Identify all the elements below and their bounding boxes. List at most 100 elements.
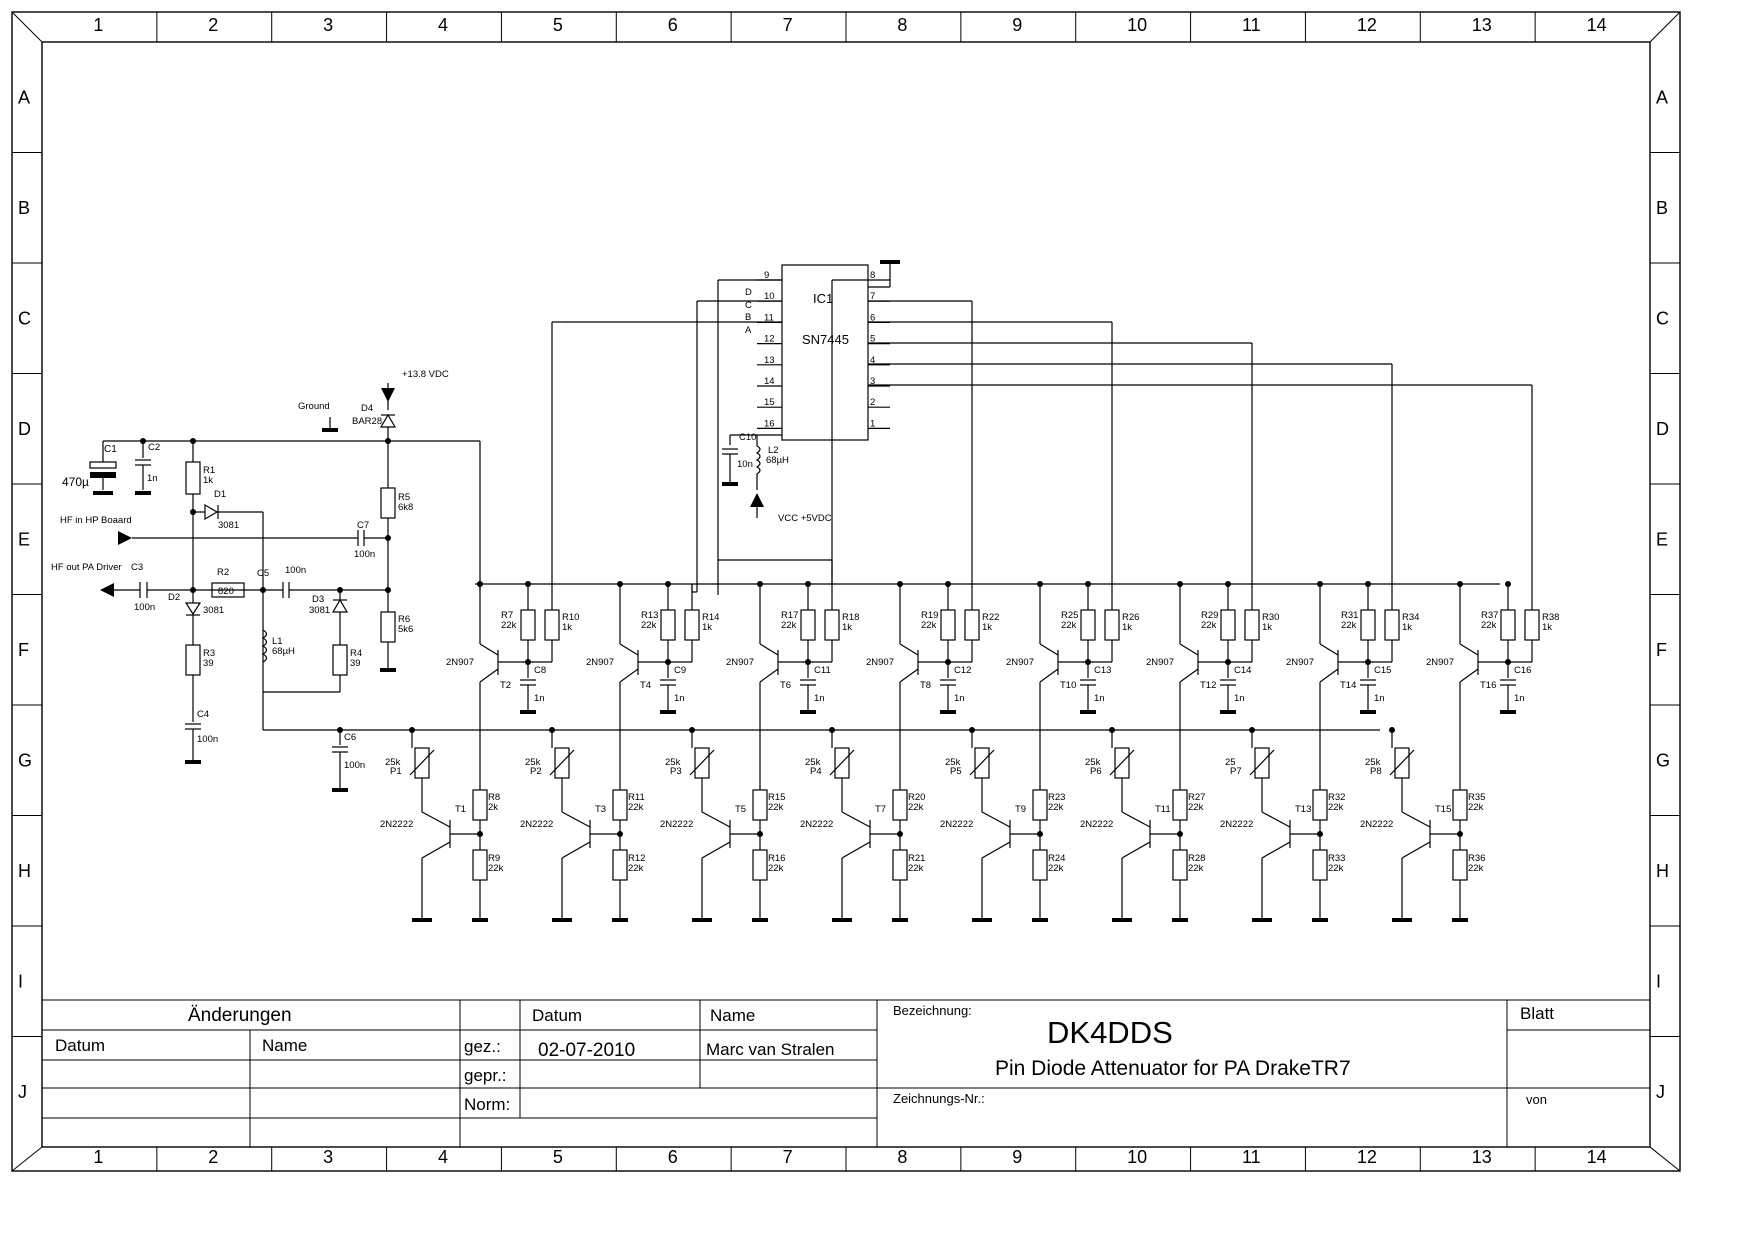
value-R7: 22k — [501, 620, 517, 631]
grid-col-top-11: 11 — [1242, 15, 1261, 35]
hf-in-label: HF in HP Boaard — [60, 515, 132, 526]
label-T11: T11 — [1155, 804, 1171, 815]
grid-col-top-2: 2 — [208, 15, 218, 35]
label-R17: R17 — [781, 610, 798, 621]
resistor-R12 — [612, 849, 628, 881]
type-T4: 2N907 — [586, 657, 614, 668]
label-P4: P4 — [810, 766, 822, 777]
value-C13: 1n — [1094, 693, 1105, 704]
ic1-pin-3: 3 — [870, 376, 875, 387]
type-T12: 2N907 — [1146, 657, 1174, 668]
title-block: Änderungen Datum Name Datum Name gez.: g… — [42, 999, 1650, 1147]
resistor-R14 — [684, 609, 700, 641]
value-C15: 1n — [1374, 693, 1385, 704]
grid-col-bottom-8: 8 — [897, 1147, 907, 1167]
label-C13: C13 — [1094, 665, 1111, 676]
label-R28: R28 — [1188, 853, 1205, 864]
changes-col-datum: Datum — [55, 1036, 105, 1055]
resistor-R37 — [1500, 609, 1516, 641]
type-T16: 2N907 — [1426, 657, 1454, 668]
gez-name: Marc van Stralen — [706, 1040, 835, 1059]
input-network: C1 470µ C2 1n R1 1k D1 3081 +13.8 VDC D4… — [51, 369, 1380, 792]
grid-col-bottom-5: 5 — [553, 1147, 563, 1167]
grid-col-bottom-6: 6 — [668, 1147, 678, 1167]
grid-col-bottom-11: 11 — [1242, 1147, 1261, 1167]
resistor-R10 — [544, 609, 560, 641]
value-P8: 25k — [1365, 757, 1381, 768]
r3-val: 39 — [203, 658, 214, 669]
label-R20: R20 — [908, 792, 925, 803]
r6-val: 5k6 — [398, 624, 413, 635]
label-R37: R37 — [1481, 610, 1498, 621]
stage-3: R1722kR181k2N907T6C111n25kP3R1522k2N2222… — [660, 581, 859, 922]
label-R22: R22 — [982, 612, 999, 623]
resistor-R15 — [752, 789, 768, 821]
resistor-R23 — [1032, 789, 1048, 821]
resistor-R27 — [1172, 789, 1188, 821]
ic1-input-d: D — [745, 287, 752, 298]
stage-5: R2522kR261k2N907T10C131n25kP5R2322k2N222… — [940, 581, 1139, 922]
value-R14: 1k — [702, 622, 712, 633]
grid-row-left-E: E — [18, 529, 30, 549]
label-R27: R27 — [1188, 792, 1205, 803]
c1-ref: C1 — [104, 444, 117, 455]
resistor-R22 — [964, 609, 980, 641]
label-R35: R35 — [1468, 792, 1485, 803]
value-R24: 22k — [1048, 863, 1064, 874]
resistor-R21 — [892, 849, 908, 881]
label-R19: R19 — [921, 610, 938, 621]
resistor-R13 — [660, 609, 676, 641]
c3-val: 100n — [134, 602, 155, 613]
label-R25: R25 — [1061, 610, 1078, 621]
datum-header: Datum — [532, 1006, 582, 1025]
label-T8: T8 — [920, 680, 931, 691]
label-R30: R30 — [1262, 612, 1279, 623]
r4-val: 39 — [350, 658, 361, 669]
r5-val: 6k8 — [398, 502, 413, 513]
c1-val: 470µ — [62, 475, 89, 489]
grid-col-top-7: 7 — [783, 15, 793, 35]
r5-ref: R5 — [398, 492, 410, 503]
grid-col-top-8: 8 — [897, 15, 907, 35]
grid-row-right-A: A — [1656, 87, 1668, 107]
type-T15: 2N2222 — [1360, 819, 1393, 830]
label-T10: T10 — [1060, 680, 1076, 691]
value-R34: 1k — [1402, 622, 1412, 633]
value-R16: 22k — [768, 863, 784, 874]
resistor-R32 — [1312, 789, 1328, 821]
label-C16: C16 — [1514, 665, 1531, 676]
resistor-R28 — [1172, 849, 1188, 881]
ic1-pin-10: 10 — [764, 291, 775, 302]
grid-row-right-B: B — [1656, 198, 1668, 218]
stage-8: R3722kR381k2N907T16C161n25kP8R3522k2N222… — [1360, 581, 1559, 922]
grid-row-right-C: C — [1656, 308, 1669, 328]
resistor-R7 — [520, 609, 536, 641]
value-R36: 22k — [1468, 863, 1484, 874]
resistor-R16 — [752, 849, 768, 881]
value-R18: 1k — [842, 622, 852, 633]
ic1-pin-6: 6 — [870, 312, 875, 323]
grid-col-top-6: 6 — [668, 15, 678, 35]
label-R13: R13 — [641, 610, 658, 621]
stage-1: R722kR101k2N907T2C81n25kP1R82k2N2222T1R9… — [380, 581, 579, 922]
value-P6: 25k — [1085, 757, 1101, 768]
label-T3: T3 — [595, 804, 606, 815]
value-R17: 22k — [781, 620, 797, 631]
value-P1: 25k — [385, 757, 401, 768]
switch-stages: R722kR101k2N907T2C81n25kP1R82k2N2222T1R9… — [380, 581, 1559, 922]
grid-row-left-H: H — [18, 861, 31, 881]
value-R19: 22k — [921, 620, 937, 631]
label-R34: R34 — [1402, 612, 1419, 623]
label-T13: T13 — [1295, 804, 1311, 815]
stage-4: R1922kR221k2N907T8C121n25kP4R2022k2N2222… — [800, 581, 999, 922]
zeichnungs-label: Zeichnungs-Nr.: — [893, 1091, 985, 1106]
label-P1: P1 — [390, 766, 402, 777]
value-R35: 22k — [1468, 802, 1484, 813]
type-T8: 2N907 — [866, 657, 894, 668]
r3-ref: R3 — [203, 648, 215, 659]
grid-col-top-3: 3 — [323, 15, 333, 35]
type-T11: 2N2222 — [1080, 819, 1113, 830]
resistor-R36 — [1452, 849, 1468, 881]
bezeichnung-label: Bezeichnung: — [893, 1003, 972, 1018]
